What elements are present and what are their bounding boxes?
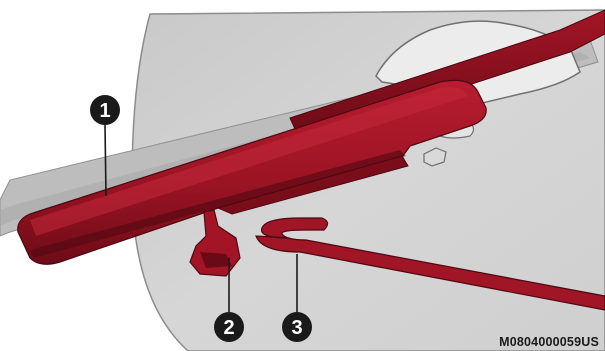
callout-3-number: 3 <box>291 317 302 339</box>
callout-2: 2 <box>214 312 244 342</box>
leader-line-1 <box>105 125 106 196</box>
callout-3: 3 <box>282 312 312 342</box>
callout-2-number: 2 <box>223 317 234 339</box>
callout-1: 1 <box>90 95 120 125</box>
callout-1-number: 1 <box>99 100 110 122</box>
image-reference-code: M0804000059US <box>499 335 599 349</box>
